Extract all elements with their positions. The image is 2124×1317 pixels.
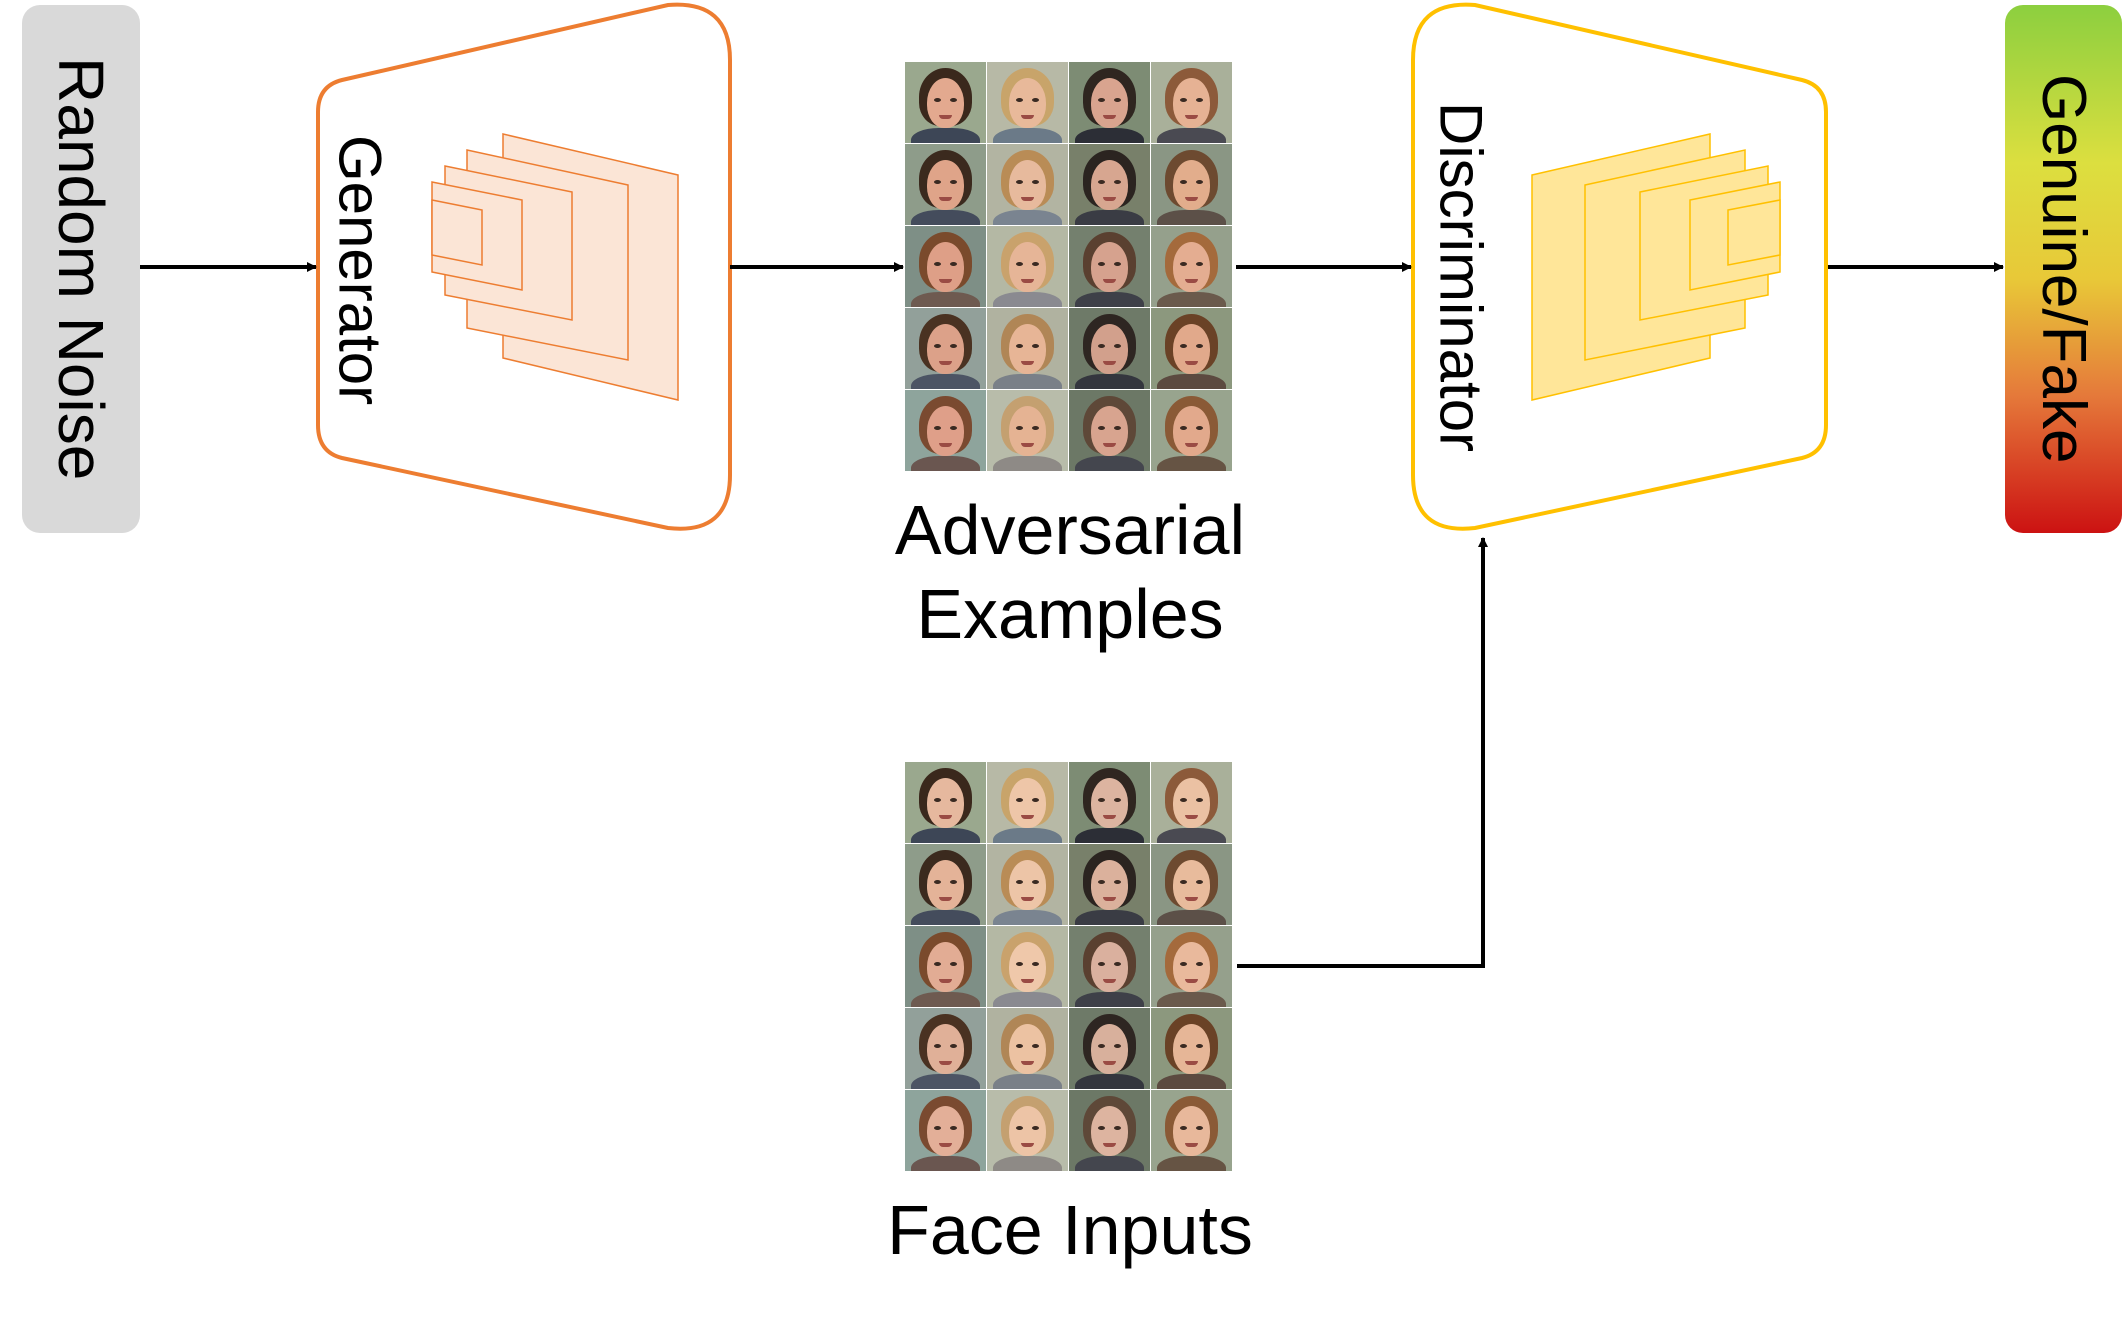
face-thumbnail	[1151, 226, 1232, 307]
random-noise-label: Random Noise	[45, 57, 117, 481]
face-thumbnail	[1151, 144, 1232, 225]
face-inputs-caption: Face Inputs	[887, 1191, 1253, 1269]
face-thumbnail	[905, 844, 986, 925]
face-thumbnail	[987, 144, 1068, 225]
face-thumbnail	[987, 926, 1068, 1007]
face-thumbnail	[987, 226, 1068, 307]
face-thumbnail	[987, 1090, 1068, 1171]
adversarial-examples-grid	[905, 62, 1232, 471]
random-noise-box	[22, 5, 140, 533]
face-thumbnail	[1069, 62, 1150, 143]
face-thumbnail	[1069, 144, 1150, 225]
face-thumbnail	[987, 1008, 1068, 1089]
face-thumbnail	[1069, 844, 1150, 925]
face-thumbnail	[1151, 844, 1232, 925]
face-thumbnail	[905, 926, 986, 1007]
face-thumbnail	[987, 62, 1068, 143]
face-thumbnail	[987, 762, 1068, 843]
genuine-fake-box	[2005, 5, 2122, 533]
face-thumbnail	[1069, 1090, 1150, 1171]
face-thumbnail	[905, 226, 986, 307]
face-thumbnail	[905, 1008, 986, 1089]
discriminator-label: Discriminator	[1427, 102, 1495, 453]
generator-label: Generator	[326, 134, 394, 406]
arrow-face-inputs-to-discriminator	[1237, 537, 1488, 968]
face-thumbnail	[1151, 1090, 1232, 1171]
face-thumbnail	[1069, 762, 1150, 843]
face-thumbnail	[1069, 390, 1150, 471]
face-thumbnail	[905, 1090, 986, 1171]
face-thumbnail	[1151, 926, 1232, 1007]
face-thumbnail	[1069, 926, 1150, 1007]
face-thumbnail	[905, 308, 986, 389]
discriminator-layers	[1531, 133, 1781, 401]
face-thumbnail	[1151, 1008, 1232, 1089]
face-thumbnail	[987, 844, 1068, 925]
generator-layers	[431, 133, 679, 401]
face-thumbnail	[987, 308, 1068, 389]
face-thumbnail	[1069, 226, 1150, 307]
face-thumbnail	[1151, 390, 1232, 471]
face-thumbnail	[1151, 62, 1232, 143]
face-thumbnail	[987, 390, 1068, 471]
face-thumbnail	[1069, 1008, 1150, 1089]
face-thumbnail	[1151, 308, 1232, 389]
face-thumbnail	[905, 144, 986, 225]
face-thumbnail	[1069, 308, 1150, 389]
face-thumbnail	[905, 62, 986, 143]
genuine-fake-label: Genuine/Fake	[2029, 74, 2098, 464]
face-inputs-grid	[905, 762, 1232, 1171]
face-thumbnail	[1151, 762, 1232, 843]
adversarial-examples-caption: Adversarial Examples	[894, 491, 1246, 653]
face-thumbnail	[905, 390, 986, 471]
face-thumbnail	[905, 762, 986, 843]
